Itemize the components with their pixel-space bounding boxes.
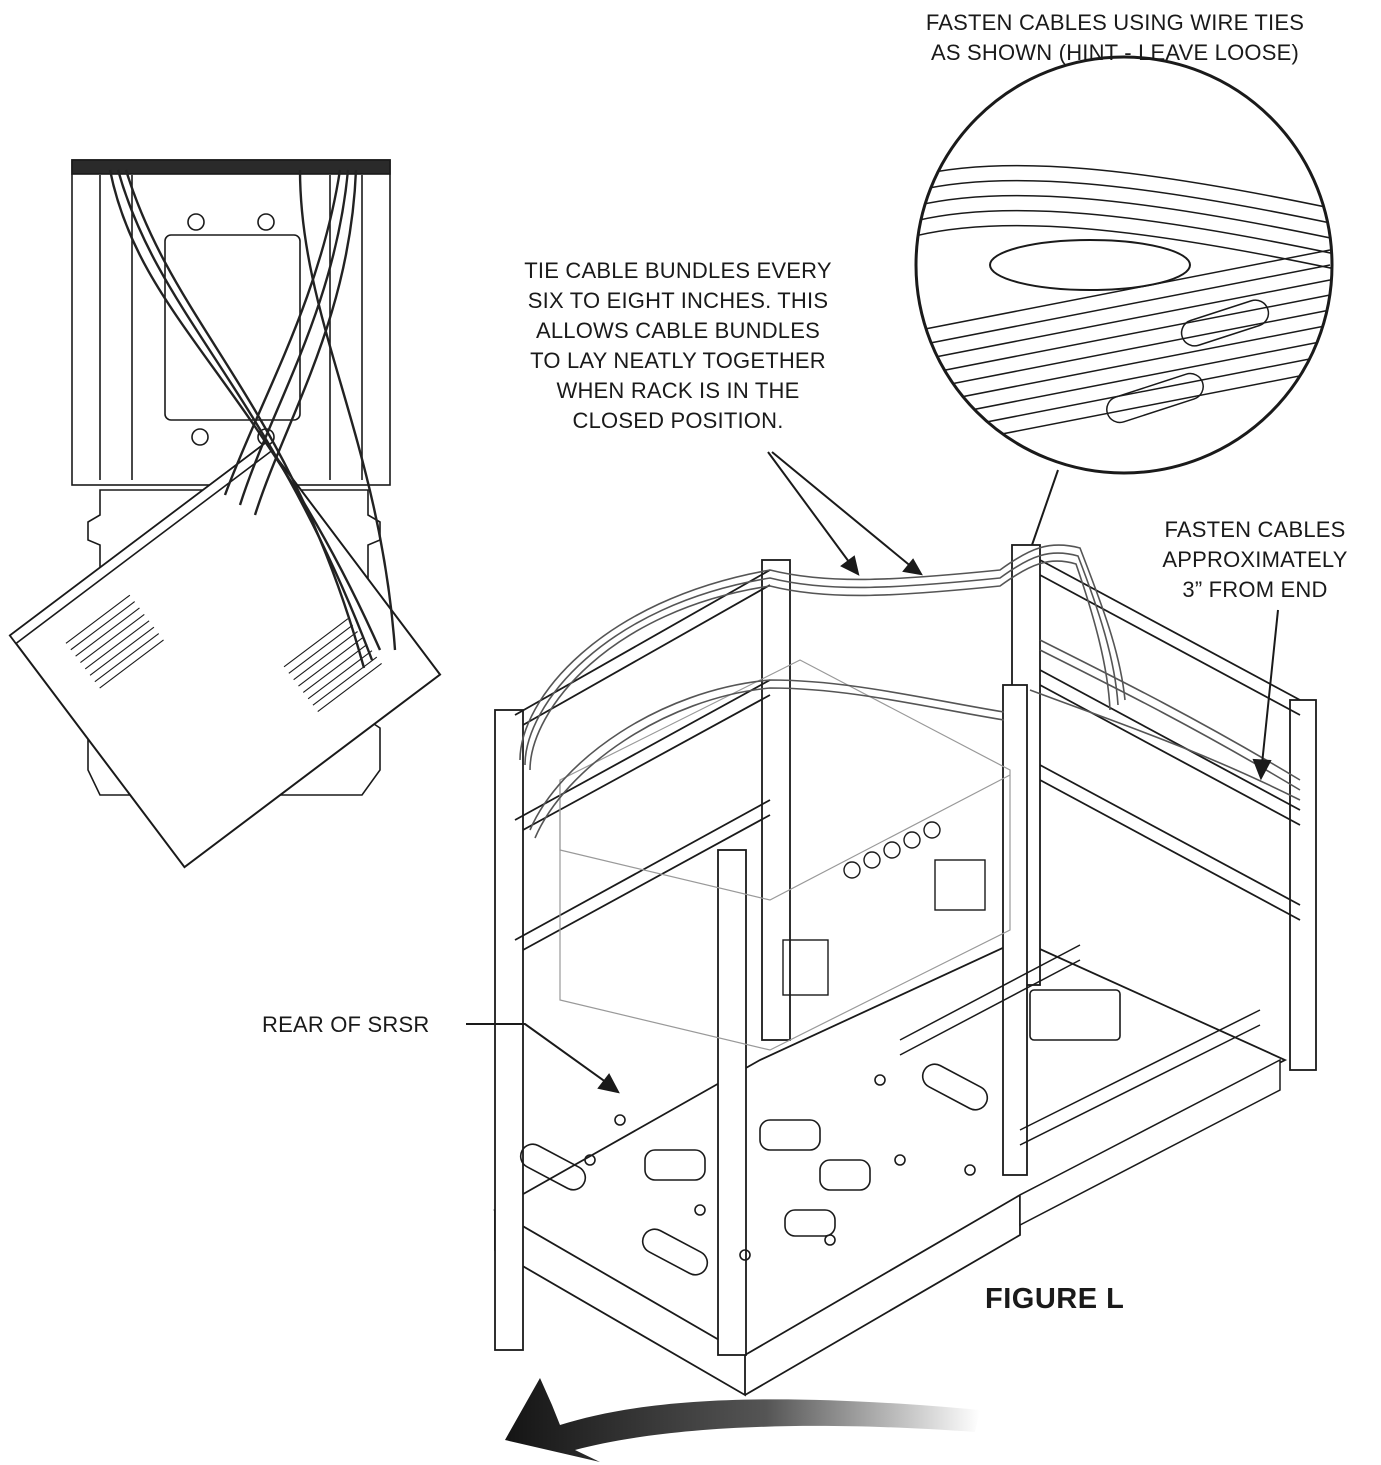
tie-bundles-callout: TIE CABLE BUNDLES EVERY SIX TO EIGHT INC… xyxy=(478,256,878,436)
tie-bundles-line-5: WHEN RACK IS IN THE xyxy=(556,378,800,403)
figure-label: FIGURE L xyxy=(985,1283,1125,1315)
wire-tie-detail-circle xyxy=(914,55,1334,546)
fasten-end-callout: FASTEN CABLES APPROXIMATELY 3” FROM END xyxy=(1140,515,1370,605)
callout-arrows xyxy=(466,451,1279,1094)
tie-bundles-line-1: TIE CABLE BUNDLES EVERY xyxy=(524,258,832,283)
rack-assembly xyxy=(493,544,1317,1397)
tie-bundles-line-3: ALLOWS CABLE BUNDLES xyxy=(536,318,820,343)
wire-ties-line-1: FASTEN CABLES USING WIRE TIES xyxy=(925,10,1305,35)
tie-bundles-line-6: CLOSED POSITION. xyxy=(572,408,784,433)
wire-ties-callout: FASTEN CABLES USING WIRE TIES AS SHOWN (… xyxy=(880,8,1350,68)
top-view-inset xyxy=(8,159,442,869)
rear-of-srsr-callout: REAR OF SRSR xyxy=(262,1010,462,1040)
rear-of-srsr-label: REAR OF SRSR xyxy=(262,1012,430,1037)
tie-bundles-line-4: TO LAY NEATLY TOGETHER xyxy=(530,348,826,373)
tie-bundles-line-2: SIX TO EIGHT INCHES. THIS xyxy=(527,288,829,313)
fasten-end-line-3: 3” FROM END xyxy=(1182,577,1328,602)
fasten-end-line-2: APPROXIMATELY xyxy=(1162,547,1348,572)
fasten-end-line-1: FASTEN CABLES xyxy=(1164,517,1346,542)
curved-arrow-left-icon xyxy=(505,1378,980,1462)
wire-ties-line-2: AS SHOWN (HINT - LEAVE LOOSE) xyxy=(930,40,1300,65)
